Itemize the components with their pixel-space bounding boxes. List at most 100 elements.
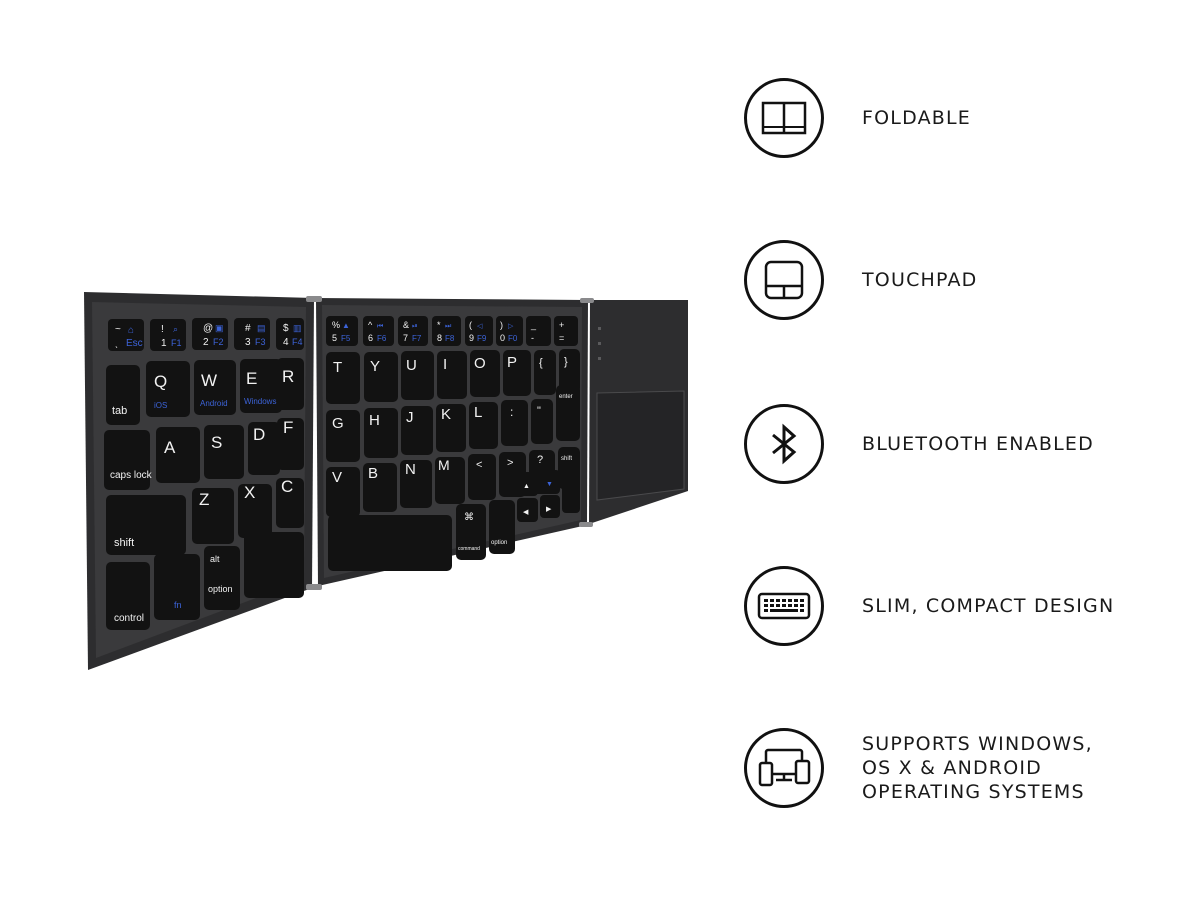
key-blue-legend: F2 [213,337,224,347]
key-label: alt [210,554,220,564]
key: + = [554,316,578,346]
key-blue-legend: F6 [377,334,387,343]
feature-label-line: TOUCHPAD [862,269,978,291]
key-blue-legend: F3 [255,337,266,347]
key-main-legend: 8 [437,333,442,343]
key-blue-legend: iOS [154,401,167,410]
key-top-legend: $ [283,323,289,334]
key-main-legend: 1 [161,338,167,349]
key: ( ◁ 9 F9 [465,316,493,346]
arrow-up-icon: ▲ [523,483,530,490]
left-panel-keys: ~ ⌂ ˎ Esc ! ⌕ 1 F1 @ ▣ 2 F2 # ▤ 3 F3 [104,318,304,630]
key-symbol: ⌘ [464,512,474,523]
key-main-legend: 6 [368,333,373,343]
devices-icon [744,728,824,808]
key-c: C [276,477,304,528]
key-main-legend: F [283,418,293,437]
key: " [531,399,553,444]
feature-label-line: SUPPORTS WINDOWS, [862,733,1093,755]
key: ^ ⏮ 6 F6 [363,316,394,346]
key-main-legend: > [507,457,513,469]
key-top-legend: ( [469,320,472,330]
key-blue-symbol: ⌕ [173,324,178,334]
key-main-legend: ˎ [115,338,118,349]
feature-touchpad: TOUCHPAD [744,240,978,320]
key-main-legend: H [369,412,380,429]
arrow-down-icon: ▼ [546,481,553,488]
key: $ ▥ 4 F4 [276,318,304,350]
key-main-legend: Z [199,490,209,509]
key-label: option [208,584,233,594]
key-tab: tab [106,365,140,425]
key: ) ▷ 0 F0 [496,316,523,346]
key-blue-legend: F0 [508,334,518,343]
key-main-legend: < [476,459,482,471]
key-blue-symbol: ▤ [257,323,266,333]
feature-label-line: OPERATING SYSTEMS [862,781,1085,803]
key-caps-lock: caps lock [104,430,153,490]
key-top-legend: + [559,320,564,330]
key: < [468,454,496,500]
key-blue-legend: F1 [171,338,182,348]
key-main-legend: K [441,406,451,423]
key-top-legend: # [245,323,251,334]
key-main-legend: 4 [283,337,289,348]
key-main-legend: I [443,356,447,373]
key: H [364,408,398,458]
key-label: caps lock [110,470,153,481]
key-main-legend: { [539,357,543,369]
key-blue-legend: Windows [244,397,276,406]
feature-label-line: SLIM, COMPACT DESIGN [862,595,1115,617]
key-main-legend: R [282,367,294,386]
key-top-legend: ! [161,324,164,335]
key-main-legend: M [438,457,450,473]
key-blue-symbol: ⏮ [377,323,383,330]
hinge [580,298,594,303]
key-space [328,515,452,571]
key-top-legend: * [437,320,441,330]
key-label: shift [561,456,572,462]
key-main-legend: A [164,438,176,457]
key-blue-symbol: ▣ [215,323,224,333]
feature-bluetooth: BLUETOOTH ENABLED [744,404,1094,484]
indicator-light [598,357,601,360]
middle-panel-keys: % ▲ 5 F5 ^ ⏮ 6 F6 & ⏯ 7 F7 * ⏭ 8 F8 [326,316,580,571]
key: G [326,410,360,462]
key-a: A [156,427,200,483]
key: K [436,404,466,452]
key-label: shift [114,537,134,549]
key-w: W Android [194,360,236,415]
key: % ▲ 5 F5 [326,316,358,346]
key-blue-legend: F7 [412,334,422,343]
key-e: E Windows [240,359,282,413]
key-fn: fn [154,554,200,620]
key-label: enter [559,394,573,400]
key-main-legend: P [507,354,517,371]
key-main-legend: T [333,359,342,376]
key: : [501,400,528,446]
key: T [326,352,360,404]
key-blue-legend: F8 [445,334,455,343]
key-x: X [238,483,272,538]
key-main-legend: Q [154,372,167,391]
key-label: fn [174,600,182,610]
indicator-light [598,342,601,345]
key-main-legend: 9 [469,333,474,343]
key-d: D [248,422,280,475]
key-main-legend: = [559,333,564,343]
key-top-legend: ~ [115,324,121,335]
key-q: Q iOS [146,361,190,417]
key-main-legend: J [406,409,414,426]
product-image: ~ ⌂ ˎ Esc ! ⌕ 1 F1 @ ▣ 2 F2 # ▤ 3 F3 [84,292,688,670]
key-blue-symbol: ▷ [508,323,514,330]
key-arrow-up: ▲ [517,472,538,496]
key-blue-legend: F4 [292,337,303,347]
key-arrow-down: ▼ [540,470,560,494]
key-main-legend: L [474,404,482,421]
key-blue-symbol: ⏯ [412,323,418,330]
key-main-legend: 0 [500,333,505,343]
feature-label-line: BLUETOOTH ENABLED [862,433,1094,455]
bluetooth-icon [744,404,824,484]
key-blue-legend: F9 [477,334,487,343]
touchpad [596,390,685,501]
